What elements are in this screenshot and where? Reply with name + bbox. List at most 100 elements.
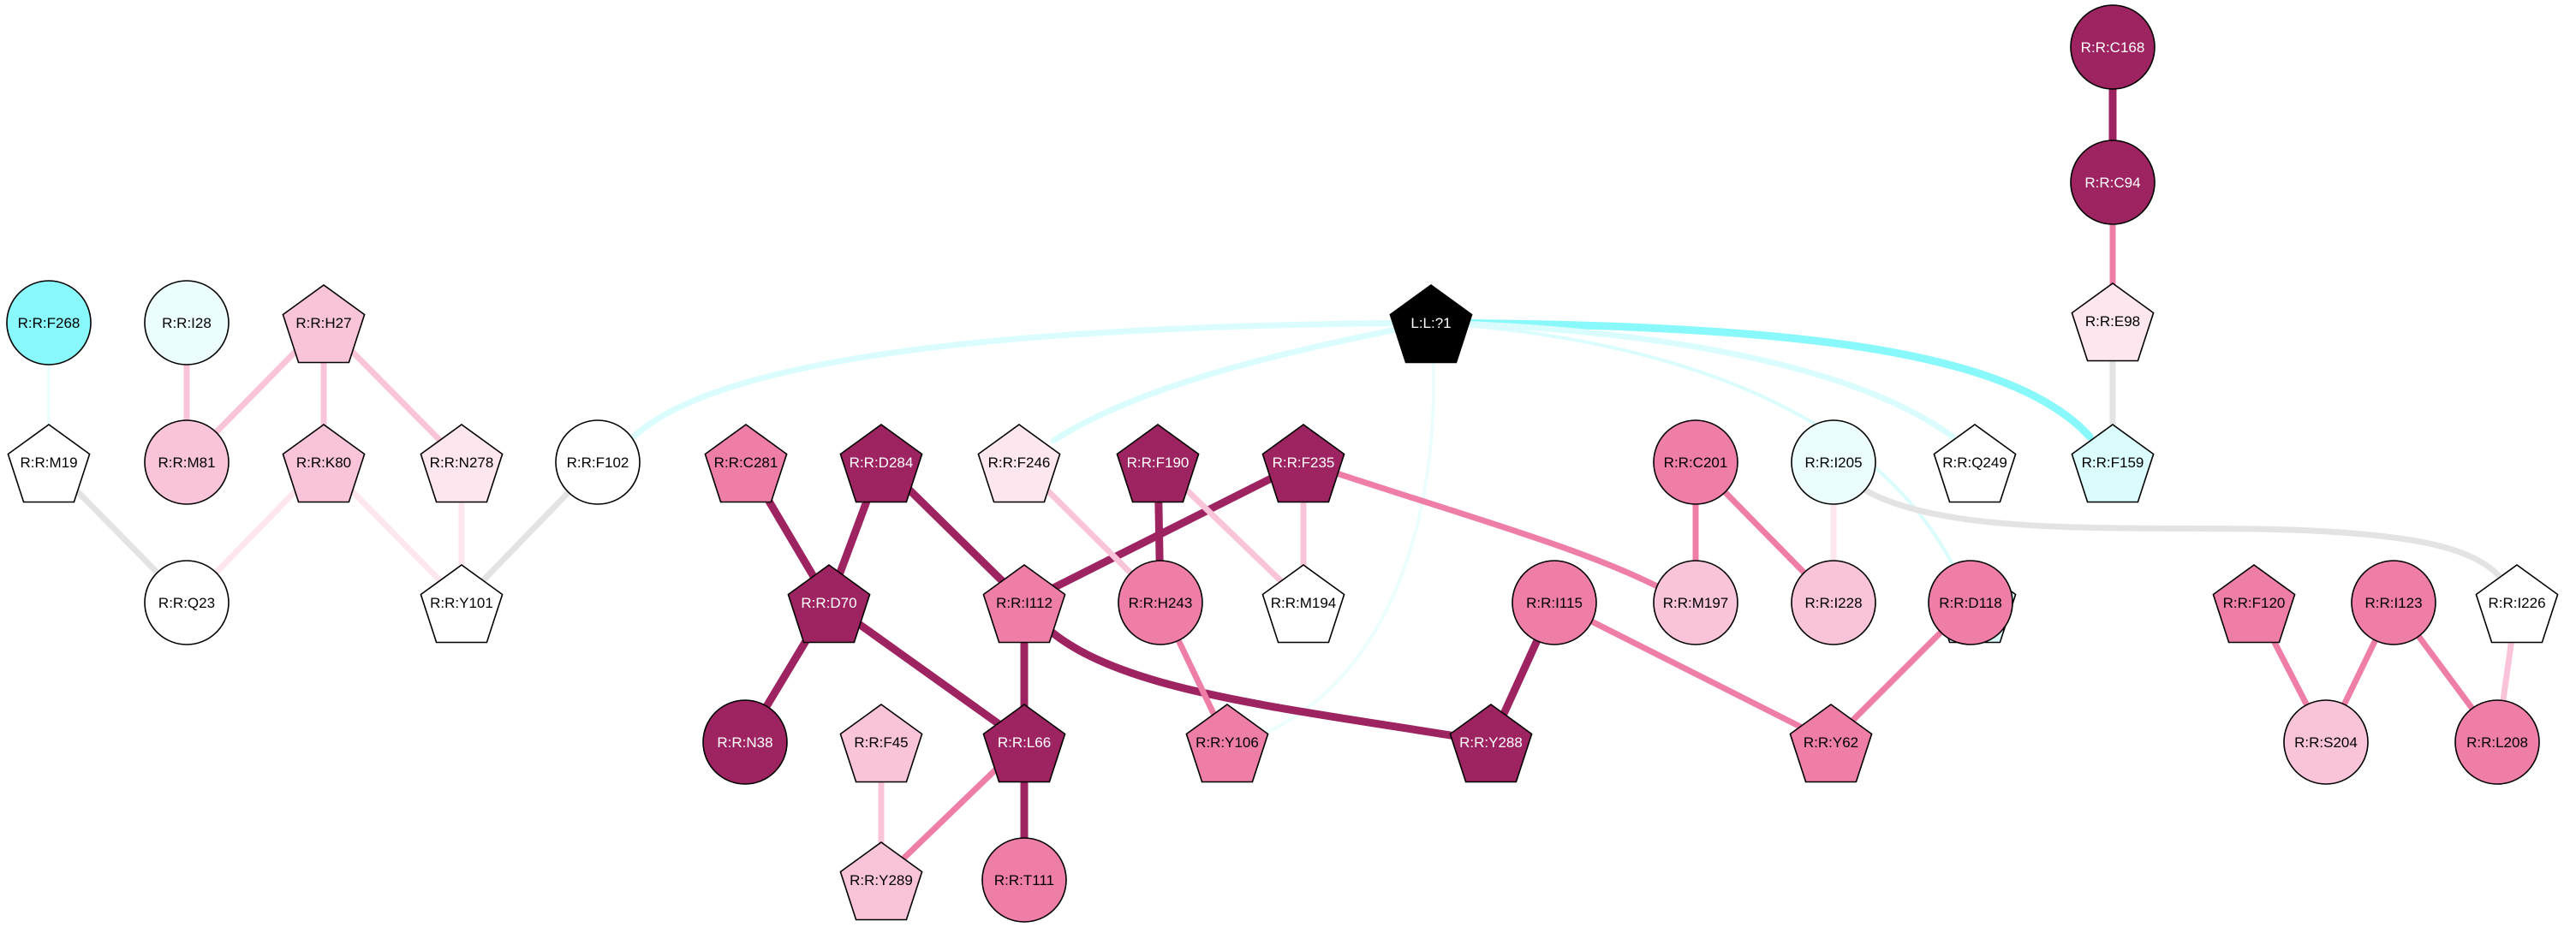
- node-q249[interactable]: R:R:Q249: [1933, 424, 2017, 503]
- node-label: R:R:H27: [295, 315, 351, 331]
- node-s204[interactable]: R:R:S204: [2283, 699, 2369, 785]
- node-pentagon: [2475, 564, 2559, 644]
- node-i115[interactable]: R:R:I115: [1512, 560, 1597, 645]
- node-e98[interactable]: R:R:E98: [2071, 282, 2155, 362]
- node-pentagon: [1261, 564, 1345, 644]
- node-h243[interactable]: R:R:H243: [1118, 560, 1203, 645]
- node-l66[interactable]: R:R:L66: [982, 704, 1066, 783]
- node-f120[interactable]: R:R:F120: [2212, 564, 2296, 644]
- node-label: R:R:C168: [2081, 39, 2145, 56]
- node-circle: [2351, 560, 2436, 645]
- node-pentagon: [282, 424, 366, 503]
- node-y101[interactable]: R:R:Y101: [420, 564, 504, 644]
- node-pentagon: [1389, 284, 1473, 364]
- node-pentagon: [1261, 424, 1345, 503]
- node-m197[interactable]: R:R:M197: [1653, 560, 1738, 645]
- node-circle: [1653, 419, 1738, 505]
- node-label: R:R:F45: [854, 734, 908, 751]
- node-pentagon: [1933, 424, 2017, 503]
- node-label: R:R:F102: [567, 455, 629, 471]
- node-n38[interactable]: R:R:N38: [702, 699, 788, 785]
- node-h27[interactable]: R:R:H27: [282, 284, 366, 364]
- node-label: R:R:Y106: [1196, 734, 1259, 751]
- node-circle: [1791, 419, 1876, 505]
- edge-f235-i112: [1020, 458, 1308, 607]
- node-pentagon: [977, 424, 1061, 503]
- node-label: R:R:F235: [1273, 455, 1335, 471]
- node-circle: [1653, 560, 1738, 645]
- node-i123[interactable]: R:R:I123: [2351, 560, 2436, 645]
- node-m19[interactable]: R:R:M19: [7, 424, 91, 503]
- node-m81[interactable]: R:R:M81: [144, 419, 230, 505]
- node-circle: [2070, 4, 2156, 90]
- node-circle: [144, 419, 230, 505]
- node-label: R:R:C201: [1664, 455, 1728, 471]
- node-label: R:R:D284: [850, 455, 914, 471]
- node-pentagon: [1185, 704, 1269, 783]
- node-pentagon: [282, 284, 366, 364]
- node-m194[interactable]: R:R:M194: [1261, 564, 1345, 644]
- node-label: R:R:L208: [2466, 734, 2528, 751]
- node-circle: [144, 560, 230, 645]
- edge-l1-q249: [1428, 319, 1956, 440]
- node-label: R:R:I228: [1804, 595, 1862, 611]
- node-label: R:R:I123: [2364, 595, 2422, 611]
- node-f190[interactable]: R:R:F190: [1116, 424, 1200, 503]
- node-q23[interactable]: R:R:Q23: [144, 560, 230, 645]
- node-pentagon: [839, 704, 923, 783]
- node-i228[interactable]: R:R:I228: [1791, 560, 1876, 645]
- node-l208[interactable]: R:R:L208: [2454, 699, 2540, 785]
- node-label: R:R:D70: [801, 595, 856, 611]
- node-f45[interactable]: R:R:F45: [839, 704, 923, 783]
- node-i28[interactable]: R:R:I28: [144, 280, 230, 365]
- node-label: R:R:Y288: [1459, 734, 1523, 751]
- node-pentagon: [420, 424, 504, 503]
- node-y62[interactable]: R:R:Y62: [1789, 704, 1873, 783]
- node-circle: [1791, 560, 1876, 645]
- node-f159[interactable]: R:R:F159: [2071, 424, 2155, 503]
- node-circle: [702, 699, 788, 785]
- node-label: R:R:Q23: [158, 595, 215, 611]
- node-d284[interactable]: R:R:D284: [839, 424, 923, 503]
- node-y289[interactable]: R:R:Y289: [839, 841, 923, 921]
- node-f102[interactable]: R:R:F102: [555, 419, 641, 505]
- node-f246[interactable]: R:R:F246: [977, 424, 1061, 503]
- node-label: R:R:Y101: [430, 595, 493, 611]
- node-y106[interactable]: R:R:Y106: [1185, 704, 1269, 783]
- node-label: R:R:F268: [18, 315, 80, 331]
- node-k80[interactable]: R:R:K80: [282, 424, 366, 503]
- node-l1[interactable]: L:L:?1: [1389, 284, 1473, 364]
- node-label: R:R:E98: [2085, 313, 2140, 330]
- node-circle: [2283, 699, 2369, 785]
- node-label: R:R:F190: [1127, 455, 1190, 471]
- edge-i115-y62: [1551, 599, 1834, 746]
- edge-l1-y106: [1255, 321, 1436, 738]
- node-d118[interactable]: R:R:D118: [1928, 560, 2013, 645]
- node-n278[interactable]: R:R:N278: [420, 424, 504, 503]
- node-circle: [1512, 560, 1597, 645]
- node-pentagon: [1449, 704, 1533, 783]
- node-d70[interactable]: R:R:D70: [787, 564, 871, 644]
- node-label: R:R:Q249: [1942, 455, 2007, 471]
- node-c201[interactable]: R:R:C201: [1653, 419, 1738, 505]
- node-c281[interactable]: R:R:C281: [704, 424, 788, 503]
- node-label: R:R:C94: [2084, 175, 2140, 191]
- node-i112[interactable]: R:R:I112: [982, 564, 1066, 644]
- node-label: R:R:D118: [1939, 595, 2001, 611]
- node-i226[interactable]: R:R:I226: [2475, 564, 2559, 644]
- node-t111[interactable]: R:R:T111: [981, 837, 1067, 923]
- node-c168[interactable]: R:R:C168: [2070, 4, 2156, 90]
- node-y288[interactable]: R:R:Y288: [1449, 704, 1533, 783]
- node-f268[interactable]: R:R:F268: [6, 280, 92, 365]
- edge-l1-f246: [1050, 319, 1434, 444]
- node-pentagon: [704, 424, 788, 503]
- node-pentagon: [2212, 564, 2296, 644]
- node-label: R:R:F159: [2082, 455, 2144, 471]
- node-c94[interactable]: R:R:C94: [2070, 140, 2156, 225]
- node-label: R:R:I28: [162, 315, 212, 331]
- node-i205[interactable]: R:R:I205: [1791, 419, 1876, 505]
- node-circle: [1928, 560, 2013, 645]
- node-f235[interactable]: R:R:F235: [1261, 424, 1345, 503]
- node-label: R:R:I226: [2488, 595, 2545, 611]
